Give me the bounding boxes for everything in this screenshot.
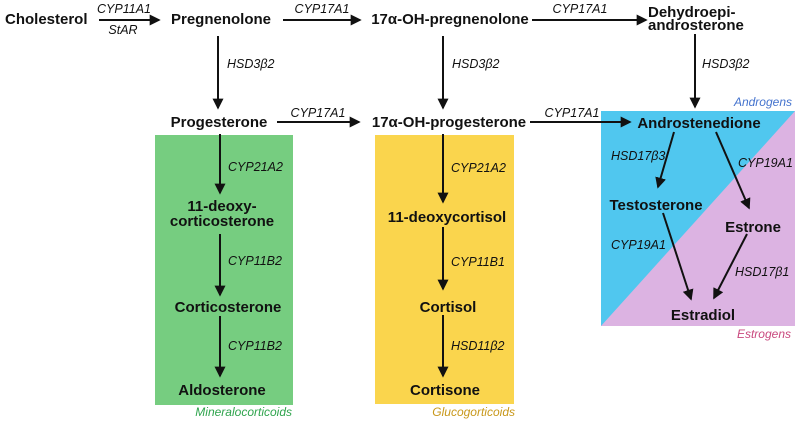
- enzyme-cyp17a1-mid-2: CYP17A1: [544, 106, 600, 120]
- enzyme-cyp11a1: CYP11A1: [97, 2, 151, 16]
- node-androstenedione: Androstenedione: [637, 115, 761, 132]
- enzyme-hsd11b2: HSD11β2: [451, 339, 505, 353]
- node-corticosterone: Corticosterone: [174, 299, 282, 316]
- enzyme-cyp17a1-mid-1: CYP17A1: [290, 106, 346, 120]
- enzyme-cyp11b2-2: CYP11B2: [228, 339, 282, 353]
- enzyme-cyp19a1-1: CYP19A1: [738, 156, 793, 170]
- enzyme-cyp21a2-2: CYP21A2: [451, 161, 506, 175]
- node-aldosterone: Aldosterone: [178, 382, 266, 399]
- estrogens-box: [601, 111, 795, 326]
- enzyme-cyp21a2-1: CYP21A2: [228, 160, 283, 174]
- enzyme-star: StAR: [108, 23, 138, 37]
- label-androgens: Androgens: [733, 95, 792, 109]
- node-dehydroepiandrosterone: Dehydroepi- androsterone: [648, 4, 744, 34]
- enzyme-hsd3b2-3: HSD3β2: [702, 57, 750, 71]
- enzyme-hsd3b2-1: HSD3β2: [227, 57, 275, 71]
- enzyme-cyp11b2-1: CYP11B2: [228, 254, 282, 268]
- label-mineralocorticoids: Mineralocorticoids: [195, 405, 292, 419]
- node-progesterone: Progesterone: [170, 114, 268, 131]
- enzyme-hsd17b1: HSD17β1: [735, 265, 790, 279]
- mineralocorticoids-box: [155, 135, 293, 405]
- node-dehydroepiandrosterone-line2: androsterone: [648, 17, 744, 34]
- node-estradiol: Estradiol: [670, 307, 736, 324]
- enzyme-cyp19a1-2: CYP19A1: [611, 238, 666, 252]
- node-ohprogesterone: 17α-OH-progesterone: [371, 114, 527, 131]
- node-deoxycorticosterone-line2: corticosterone: [169, 213, 275, 230]
- enzyme-cyp17a1-top-1: CYP17A1: [294, 2, 350, 16]
- node-pregnenolone: Pregnenolone: [170, 11, 272, 28]
- enzyme-cyp11b1: CYP11B1: [451, 255, 505, 269]
- node-dehydroepiandrosterone-line1: Dehydroepi-: [648, 4, 736, 21]
- node-ohpregnenolone: 17α-OH-pregnenolone: [371, 11, 529, 28]
- node-testosterone: Testosterone: [609, 197, 703, 214]
- node-deoxycorticosterone: 11-deoxy- corticosterone: [170, 199, 274, 229]
- label-glucocorticoids: Glucogorticoids: [432, 405, 515, 419]
- enzyme-hsd17b3: HSD17β3: [611, 149, 666, 163]
- node-estrone: Estrone: [725, 219, 781, 236]
- node-cortisone: Cortisone: [409, 382, 481, 399]
- enzyme-hsd3b2-2: HSD3β2: [452, 57, 500, 71]
- node-deoxycortisol: 11-deoxycortisol: [387, 209, 507, 226]
- enzyme-cyp17a1-top-2: CYP17A1: [552, 2, 608, 16]
- label-estrogens: Estrogens: [736, 327, 791, 341]
- node-cortisol: Cortisol: [419, 299, 477, 316]
- node-deoxycorticosterone-line1: 11-deoxy-: [187, 198, 257, 215]
- glucocorticoids-box: [375, 135, 514, 404]
- node-cholesterol: Cholesterol: [5, 11, 88, 28]
